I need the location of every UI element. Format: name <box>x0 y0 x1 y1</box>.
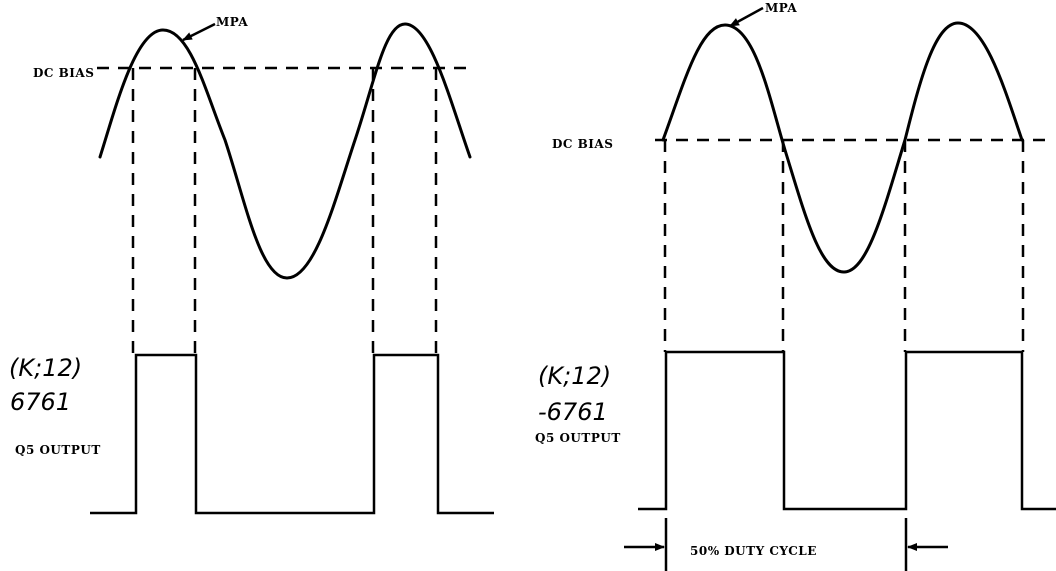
left-handwritten-ref: (K;12) <box>9 354 82 382</box>
left-mpa-arrow <box>182 22 216 42</box>
right-sine-wave <box>661 21 1024 274</box>
left-dc-bias-label: DC BIAS <box>33 66 94 80</box>
left-q5-output-label: Q5 OUTPUT <box>15 443 101 457</box>
right-handwritten-ref: (K;12) <box>538 362 611 390</box>
right-mpa-arrow <box>729 6 764 28</box>
right-dc-bias-label: DC BIAS <box>552 137 613 151</box>
left-square-wave <box>90 353 494 515</box>
right-panel: MPA DC BIAS (K;12) -6761 Q5 OUTPUT 50% D… <box>535 1 1056 571</box>
duty-cycle-label: 50% DUTY CYCLE <box>690 544 817 558</box>
left-panel: MPA DC BIAS (K;12) 6761 Q5 OUTPUT <box>9 15 494 515</box>
right-square-wave <box>638 350 1056 511</box>
right-handwritten-number: -6761 <box>538 398 608 426</box>
left-mpa-label: MPA <box>216 15 248 29</box>
left-handwritten-number: 6761 <box>10 388 71 416</box>
left-sine-wave <box>98 22 472 280</box>
right-q5-output-label: Q5 OUTPUT <box>535 431 621 445</box>
right-mpa-label: MPA <box>765 1 797 15</box>
